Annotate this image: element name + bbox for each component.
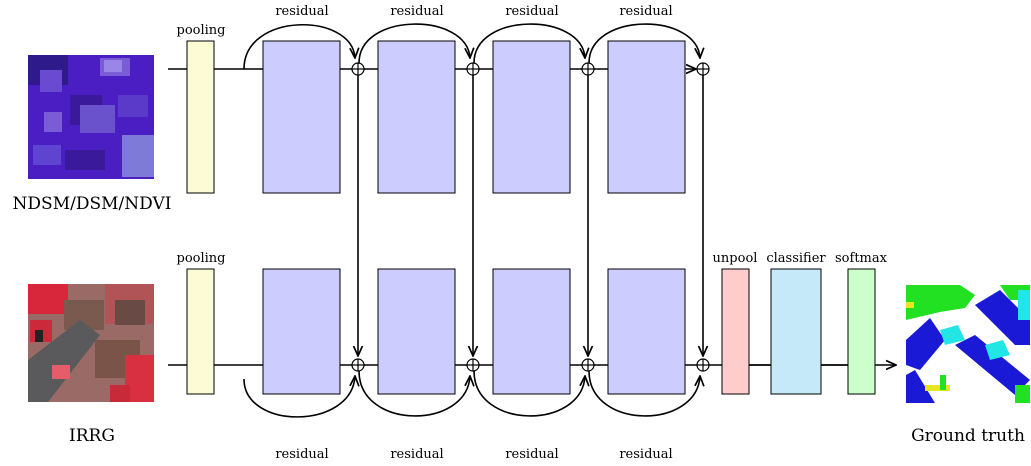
fusion-node-bottom-1 <box>351 358 365 372</box>
residual-arc-bottom-1 <box>243 376 355 418</box>
residual-label-bottom-1: residual <box>275 447 328 462</box>
residual-label-top-4: residual <box>619 4 672 19</box>
fusion-node-bottom-4 <box>696 358 710 372</box>
unpool-label: unpool <box>713 251 758 266</box>
residual-arc-bottom-3 <box>473 370 585 417</box>
fusion-node-top-1 <box>351 62 365 76</box>
residual-label-bottom-4: residual <box>619 447 672 462</box>
fusion-node-top-2 <box>466 62 480 76</box>
ground-truth-image <box>906 285 1030 403</box>
pooling-label-top: pooling <box>177 23 226 38</box>
fusion-node-top-4 <box>696 62 710 76</box>
softmax-block <box>847 268 876 395</box>
residual-block-top-1 <box>262 40 341 194</box>
classifier-label: classifier <box>766 251 826 266</box>
pooling-label-bottom: pooling <box>177 251 226 266</box>
residual-arc-top-2 <box>358 23 470 64</box>
residual-arc-top-4 <box>588 23 700 64</box>
softmax-label: softmax <box>835 251 888 266</box>
residual-block-top-4 <box>607 40 686 194</box>
residual-arc-top-3 <box>473 23 585 64</box>
fusion-node-top-3 <box>581 62 595 76</box>
residual-arc-top-1 <box>243 23 355 70</box>
residual-block-bottom-1 <box>262 268 341 395</box>
residual-arc-bottom-4 <box>588 370 700 417</box>
fusion-node-bottom-3 <box>581 358 595 372</box>
residual-label-top-3: residual <box>505 4 558 19</box>
residual-label-bottom-2: residual <box>390 447 443 462</box>
input-label-top: NDSM/DSM/NDVI <box>13 194 172 214</box>
irrg-image <box>28 284 154 402</box>
pooling-block-top <box>186 40 215 194</box>
pooling-block-bottom <box>186 268 215 395</box>
residual-label-bottom-3: residual <box>505 447 558 462</box>
classifier-block <box>770 268 822 395</box>
output-label: Ground truth <box>911 426 1025 446</box>
residual-block-bottom-3 <box>492 268 571 395</box>
residual-label-top-2: residual <box>390 4 443 19</box>
residual-arc-bottom-2 <box>358 370 470 417</box>
ndsm-dsm-ndvi-image <box>28 55 154 179</box>
unpool-block <box>721 268 750 395</box>
residual-block-top-3 <box>492 40 571 194</box>
residual-block-bottom-4 <box>607 268 686 395</box>
fusion-node-bottom-2 <box>466 358 480 372</box>
input-label-bottom: IRRG <box>69 426 115 446</box>
residual-label-top-1: residual <box>275 4 328 19</box>
residual-block-top-2 <box>377 40 456 194</box>
residual-block-bottom-2 <box>377 268 456 395</box>
